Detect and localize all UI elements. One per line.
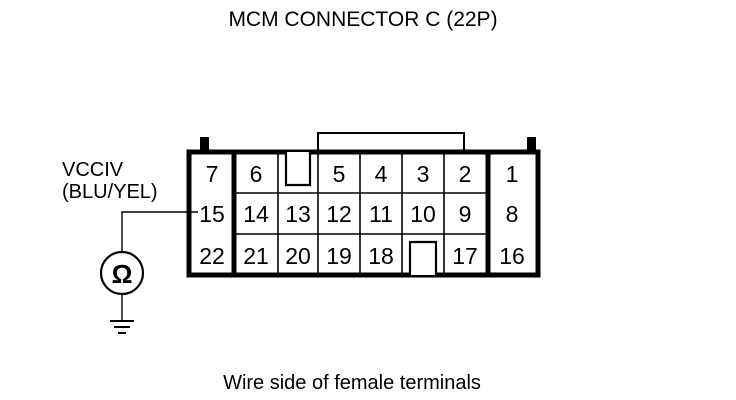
pin-9: 9 xyxy=(459,201,472,227)
probe-wire xyxy=(121,211,198,252)
connector-top-tab xyxy=(317,132,465,152)
ground-icon xyxy=(110,294,134,334)
key-notch-bottom xyxy=(408,240,438,275)
pin-8: 8 xyxy=(506,201,519,227)
wire-color-label: (BLU/YEL) xyxy=(62,181,158,203)
pin-17: 17 xyxy=(452,243,478,269)
diagram-caption: Wire side of female terminals xyxy=(223,372,481,394)
pin-20: 20 xyxy=(285,243,311,269)
pin-3: 3 xyxy=(417,161,430,187)
wire-signal-label: VCCIV xyxy=(62,159,124,181)
pin-18: 18 xyxy=(368,243,394,269)
pin-5: 5 xyxy=(333,161,346,187)
ohm-symbol-icon: Ω xyxy=(112,259,133,289)
pin-2: 2 xyxy=(459,161,472,187)
key-notch-top xyxy=(284,152,312,187)
pin-22: 22 xyxy=(199,243,225,269)
pin-4: 4 xyxy=(375,161,388,187)
pin-13: 13 xyxy=(285,201,311,227)
pin-19: 19 xyxy=(326,243,352,269)
diagram-title: MCM CONNECTOR C (22P) xyxy=(228,8,497,31)
pin-10: 10 xyxy=(410,201,436,227)
pin-6: 6 xyxy=(250,161,263,187)
pin-15: 15 xyxy=(199,201,225,227)
connector-outer-border xyxy=(186,149,541,278)
pin-16: 16 xyxy=(499,243,525,269)
pin-12: 12 xyxy=(326,201,352,227)
pin-14: 14 xyxy=(243,201,269,227)
ohmmeter: Ω xyxy=(99,250,145,296)
locking-post-left xyxy=(200,137,209,153)
connector-body xyxy=(186,132,541,278)
pin-1: 1 xyxy=(506,161,519,187)
pin-7: 7 xyxy=(206,161,219,187)
pin-21: 21 xyxy=(243,243,269,269)
locking-post-right xyxy=(527,137,536,153)
pin-11: 11 xyxy=(369,201,393,227)
